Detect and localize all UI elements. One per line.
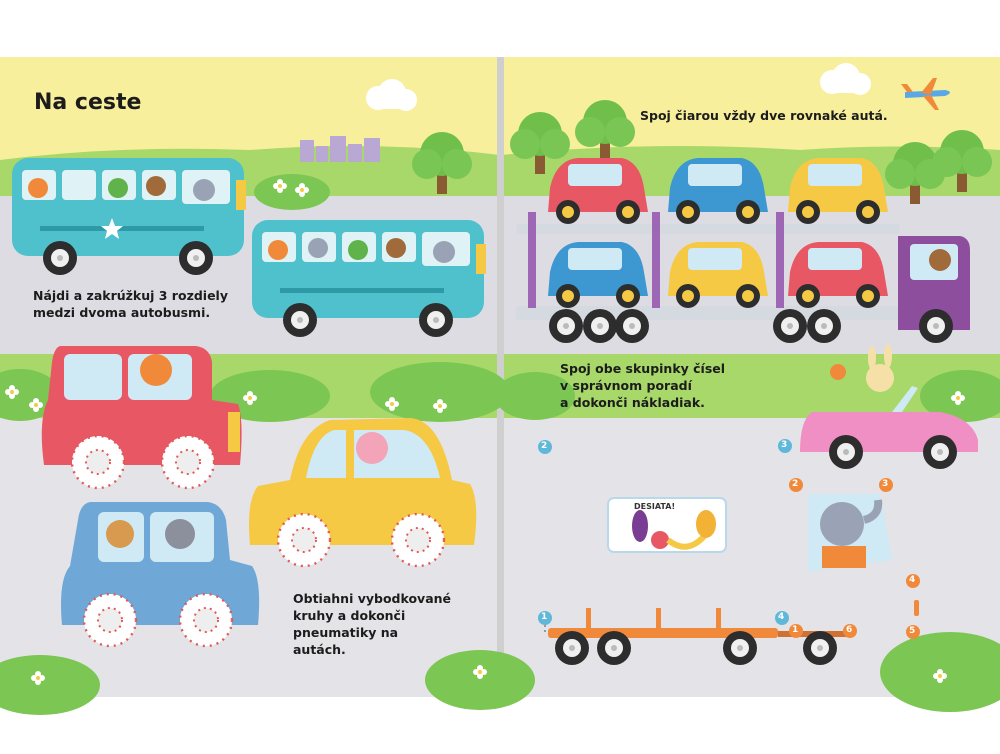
tire-instruction-line: pneumatiky na [293, 625, 399, 640]
dot-number: 2 [792, 479, 799, 489]
match-instruction: Spoj čiarou vždy dve rovnaké autá. [640, 108, 888, 123]
bush-top [254, 174, 330, 210]
snack-sign-label: DESIATA! [634, 502, 676, 511]
bus-right [252, 220, 486, 337]
small-car-yellow-bottom [668, 242, 768, 308]
pink-convertible [800, 344, 978, 469]
bush-bottom [0, 632, 1000, 715]
cat-icon [140, 354, 172, 386]
bus-instruction: Nájdi a zakrúžkuj 3 rozdiely medzi dvoma… [33, 287, 228, 321]
red-car [41, 346, 242, 490]
bus-instruction-line: Nájdi a zakrúžkuj 3 rozdiely [33, 288, 228, 303]
number-dots-upper [538, 439, 920, 639]
koala-icon [433, 241, 455, 263]
small-car-blue-bottom [548, 242, 648, 308]
truck-cab-outline [808, 494, 892, 572]
tire-instruction-line: Obtiahni vybodkované [293, 591, 452, 606]
rabbit-icon [866, 364, 894, 392]
pineapple-icon [696, 510, 716, 538]
yellow-car [249, 418, 477, 568]
tire-instruction-line: autách. [293, 642, 346, 657]
koala-icon [193, 179, 215, 201]
bear-icon [106, 520, 134, 548]
blue-car [61, 502, 260, 648]
fox-icon [28, 178, 48, 198]
fox-icon [268, 240, 288, 260]
car-carrier-truck [516, 158, 970, 343]
bear-icon [386, 238, 406, 258]
tire-instruction-line: kruhy a dokonči [293, 608, 406, 623]
tire-instruction: Obtiahni vybodkované kruhy a dokonči pne… [293, 590, 451, 658]
dots-instruction-line: a dokonči nákladiak. [560, 395, 705, 410]
snack-sign [607, 497, 727, 553]
cat-icon [308, 238, 328, 258]
dots-instruction-line: v správnom poradí [560, 378, 692, 393]
airplane-icon [901, 78, 950, 110]
small-car-yellow-top [788, 158, 888, 224]
small-car-red-top [548, 158, 648, 224]
bus-left [12, 158, 246, 275]
dot-number: 1 [792, 625, 799, 635]
dot-number: 5 [909, 626, 916, 636]
dot-number: 6 [846, 625, 853, 635]
elephant-icon [820, 502, 864, 546]
bush-middle-center [210, 362, 510, 422]
flatbed-trailer [548, 608, 846, 665]
number-dots-lower [538, 611, 857, 638]
small-car-blue-top [668, 158, 768, 224]
apple-icon [651, 531, 669, 549]
dot-number: 4 [778, 612, 785, 622]
page-title: Na ceste [34, 90, 142, 115]
dot-number: 4 [909, 575, 916, 585]
dot-number: 3 [882, 479, 889, 489]
eggplant-icon [632, 510, 648, 542]
crocodile-icon [108, 178, 128, 198]
dot-number: 1 [541, 612, 548, 622]
bear-icon [146, 176, 166, 196]
dot-number: 2 [541, 441, 548, 451]
building-icon [300, 136, 380, 162]
dot-number: 3 [781, 440, 788, 450]
bush-middle-right [495, 370, 1000, 422]
dots-instruction-line: Spoj obe skupinky čísel [560, 361, 726, 376]
crocodile-icon [348, 240, 368, 260]
small-car-red-bottom [788, 242, 888, 308]
bus-instruction-line: medzi dvoma autobusmi. [33, 305, 211, 320]
dots-instruction: Spoj obe skupinky čísel v správnom porad… [560, 360, 725, 411]
bear-icon [929, 249, 951, 271]
raccoon-icon [165, 519, 195, 549]
pig-icon [356, 432, 388, 464]
